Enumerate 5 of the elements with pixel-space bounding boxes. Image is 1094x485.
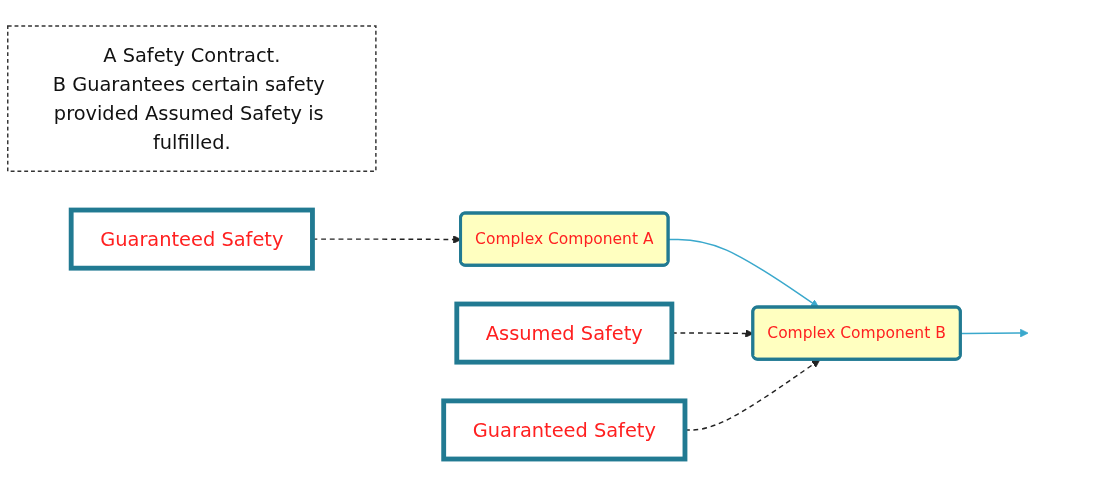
node-box: A Safety Contract. B Guarantees certain safety provided Assumed Safety is fulfilled. [7,25,377,173]
arrow [960,328,1029,338]
node-box: Guaranteed Safety [68,207,315,271]
node-box: Assumed Safety [454,301,675,365]
node-box: Guaranteed Safety [441,398,688,462]
